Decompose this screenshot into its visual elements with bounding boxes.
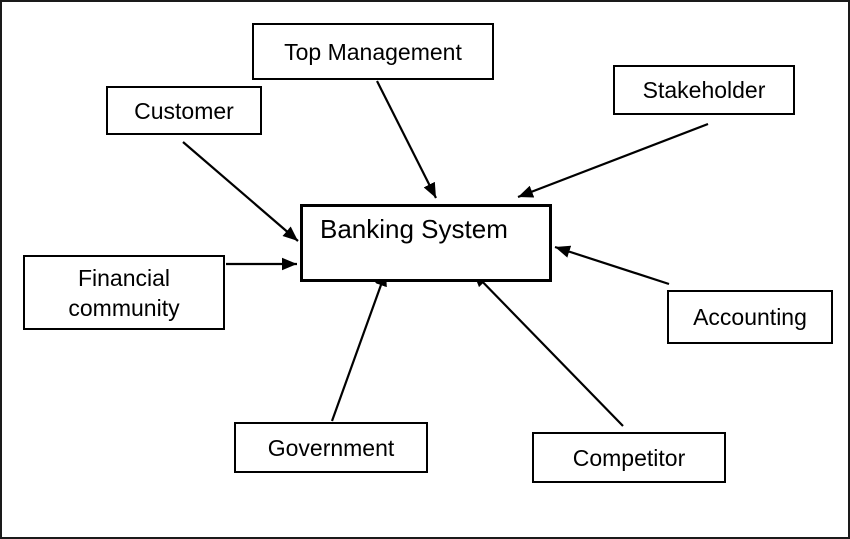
- node-banking-system-label: Banking System: [320, 214, 508, 244]
- node-accounting-label: Accounting: [693, 304, 807, 330]
- node-customer-label: Customer: [134, 97, 234, 124]
- node-accounting: Accounting: [667, 290, 833, 344]
- edge-competitor-arrow: [472, 271, 624, 427]
- node-government-label: Government: [267, 434, 395, 461]
- node-customer: Customer: [106, 86, 262, 135]
- node-top-management: Top Management: [252, 23, 494, 80]
- node-banking-system: Banking System: [300, 204, 552, 282]
- node-top-management-label: Top Management: [284, 38, 462, 65]
- node-competitor: Competitor: [532, 432, 726, 483]
- node-financial-community-label: Financial community: [68, 264, 180, 321]
- node-financial-community: Financial community: [23, 255, 225, 330]
- edge-accounting-arrow: [554, 245, 670, 286]
- node-stakeholder: Stakeholder: [613, 65, 795, 115]
- edge-government-arrow: [330, 270, 388, 422]
- node-government: Government: [234, 422, 428, 473]
- edge-stakeholder-arrow: [517, 122, 709, 199]
- node-competitor-label: Competitor: [572, 444, 686, 471]
- node-stakeholder-label: Stakeholder: [642, 77, 766, 103]
- edge-top-management-arrow: [376, 80, 437, 199]
- edge-customer-arrow: [182, 141, 299, 242]
